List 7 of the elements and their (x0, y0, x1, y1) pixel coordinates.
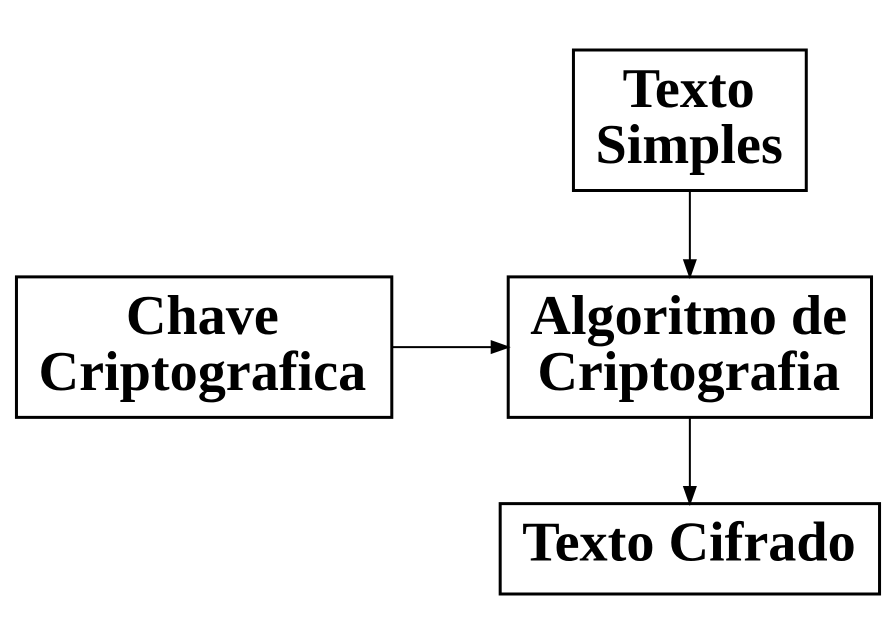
node-box: Texto Cifrado (498, 502, 882, 596)
node-box: Algoritmo de Criptografia (506, 275, 874, 419)
arrow (682, 418, 697, 506)
node-box: Texto Simples (572, 48, 808, 192)
arrow (682, 190, 697, 280)
arrow (392, 340, 511, 354)
node-box: Chave Criptografica (14, 275, 394, 419)
